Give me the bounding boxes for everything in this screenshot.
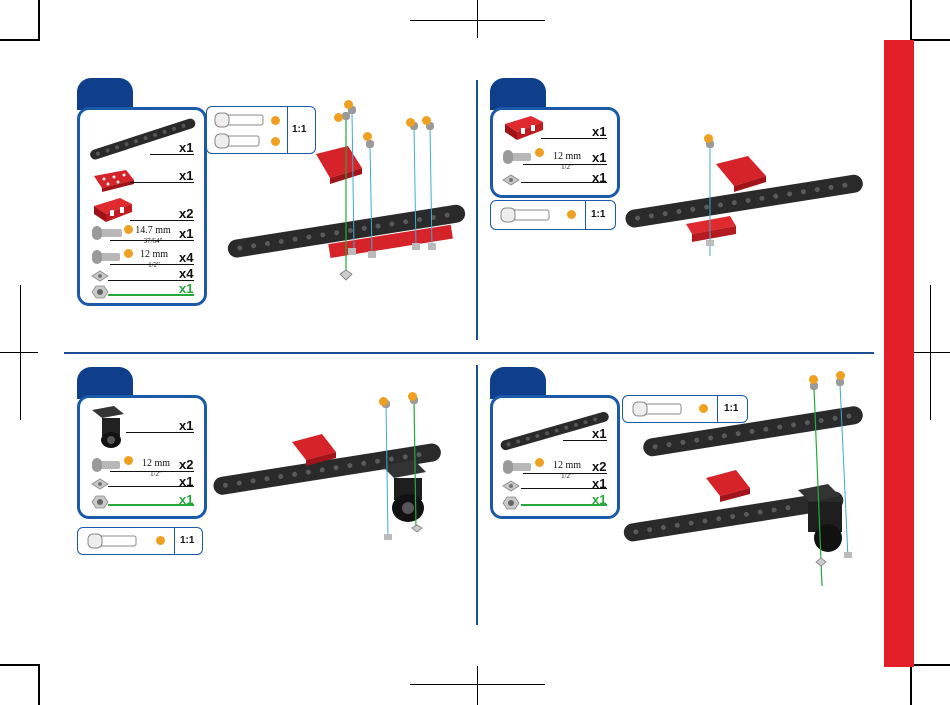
qty-label: x1 bbox=[179, 474, 193, 489]
screw-icon bbox=[88, 248, 126, 268]
square-nut-icon bbox=[501, 172, 521, 188]
part-badge bbox=[124, 456, 133, 465]
part-badge bbox=[422, 116, 431, 125]
scale-divider bbox=[585, 201, 586, 229]
part-badge bbox=[535, 148, 544, 157]
qty-label: x1 bbox=[179, 140, 193, 155]
screw-icon bbox=[86, 533, 138, 549]
qty-label: x2 bbox=[179, 457, 193, 472]
qty-label: x1 bbox=[179, 226, 193, 241]
vertical-divider-top bbox=[476, 80, 478, 340]
screw-icon bbox=[499, 458, 537, 478]
qty-label: x2 bbox=[179, 206, 193, 221]
red-bracket-icon bbox=[501, 114, 547, 140]
part-badge bbox=[363, 132, 372, 141]
scale-divider bbox=[174, 528, 175, 554]
part-badge bbox=[334, 113, 343, 122]
qty-label: x1 bbox=[179, 281, 193, 296]
step-2-assembly-illustration bbox=[620, 130, 870, 260]
part-badge bbox=[704, 134, 713, 143]
step-1-number-tab bbox=[77, 78, 133, 110]
part-badge bbox=[408, 392, 417, 401]
step-4-parts-box: x1 12 mm1/2" x2 x1 x1 bbox=[490, 395, 620, 519]
screw-icon bbox=[499, 148, 537, 168]
square-nut-icon bbox=[90, 476, 110, 492]
red-plate-icon bbox=[90, 168, 136, 192]
part-badge bbox=[406, 118, 415, 127]
screw-icon bbox=[88, 456, 126, 476]
part-badge bbox=[809, 375, 818, 384]
qty-label: x1 bbox=[592, 426, 606, 441]
lock-nut-icon bbox=[90, 494, 110, 510]
qty-label: x1 bbox=[179, 492, 193, 507]
screw-icon bbox=[499, 207, 551, 223]
step-4-assembly-illustration bbox=[622, 372, 864, 592]
part-badge bbox=[567, 210, 576, 219]
part-badge bbox=[344, 100, 353, 109]
step-3-scale-box: 1:1 bbox=[77, 527, 203, 555]
qty-label: x1 bbox=[179, 168, 193, 183]
scale-ratio: 1:1 bbox=[591, 209, 605, 220]
part-badge bbox=[379, 397, 388, 406]
lock-nut-icon bbox=[501, 495, 521, 511]
step-2-scale-box: 1:1 bbox=[490, 200, 616, 230]
square-nut-icon bbox=[90, 268, 110, 284]
qty-label: x1 bbox=[592, 124, 606, 139]
step-2-number-tab bbox=[490, 78, 546, 110]
red-bracket-icon bbox=[90, 196, 136, 222]
qty-label: x1 bbox=[592, 170, 606, 185]
vertical-divider-bottom bbox=[476, 365, 478, 625]
step-1-assembly-illustration bbox=[222, 98, 472, 298]
qty-label: x4 bbox=[179, 266, 193, 281]
step-3-assembly-illustration bbox=[208, 388, 448, 548]
part-badge bbox=[156, 536, 165, 545]
qty-label: x4 bbox=[179, 250, 193, 265]
lock-nut-icon bbox=[90, 284, 110, 300]
scale-ratio: 1:1 bbox=[180, 535, 194, 546]
page-edge-tab bbox=[884, 40, 914, 667]
servo-bracket-icon bbox=[90, 404, 130, 450]
square-nut-icon bbox=[501, 478, 521, 494]
qty-label: x1 bbox=[179, 418, 193, 433]
horizontal-divider bbox=[64, 352, 874, 354]
qty-label: x1 bbox=[592, 492, 606, 507]
qty-label: x1 bbox=[592, 150, 606, 165]
part-badge bbox=[836, 371, 845, 380]
qty-label: x1 bbox=[592, 476, 606, 491]
part-badge bbox=[124, 249, 133, 258]
part-badge bbox=[535, 458, 544, 467]
screw-icon bbox=[88, 224, 126, 244]
qty-label: x2 bbox=[592, 459, 606, 474]
